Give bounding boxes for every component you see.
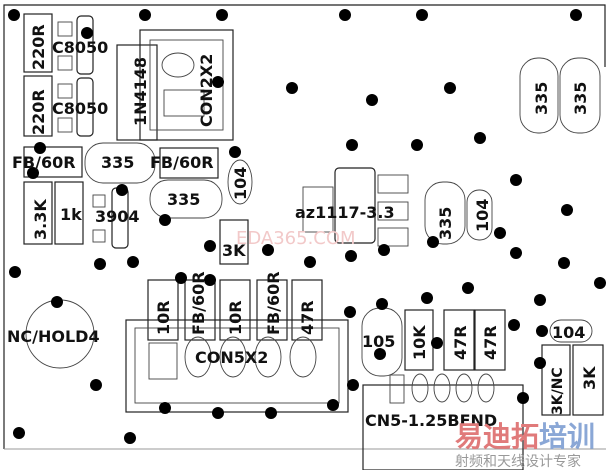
label-c2: 104 (231, 167, 250, 200)
label-r9: 10K (410, 325, 429, 360)
watermark-site: EDA365.COM (236, 228, 356, 249)
label-r3: 3.3K (31, 199, 50, 240)
label-j2: CON5X2 (195, 348, 268, 367)
label-r13: 3K (580, 366, 599, 390)
watermark-brand-b: 培训 (539, 420, 595, 453)
label-c8: 105 (362, 332, 395, 351)
label-r8: 47R (298, 300, 317, 335)
label-r12: 3K/NC (550, 367, 566, 415)
label-r10: 47R (451, 325, 470, 360)
label-fb4: FB/60R (264, 271, 283, 335)
watermark-slogan: 射频和天线设计专家 (455, 453, 581, 470)
label-r11: 47R (481, 325, 500, 360)
watermark-brand-a: 易迪拓 (455, 420, 539, 453)
label-c9: 104 (552, 323, 585, 342)
label-c7: 335 (571, 82, 590, 115)
label-fb2: FB/60R (150, 153, 214, 172)
label-q1: C8050 (52, 38, 108, 57)
label-fb1: FB/60R (12, 153, 76, 172)
watermark-brand: 易迪拓培训 (455, 420, 595, 453)
label-fb3: FB/60R (189, 271, 208, 335)
label-d1: 1N4148 (131, 57, 150, 126)
label-c1: 335 (101, 153, 134, 172)
board-outline (3, 4, 606, 449)
label-q3: 3904 (95, 207, 140, 226)
label-r6: 10R (154, 300, 173, 335)
label-c4: 335 (436, 207, 455, 240)
label-j3: CN5-1.25BEND (365, 411, 497, 430)
label-u1: az1117-3.3 (295, 203, 395, 222)
vias (8, 9, 606, 444)
label-q2: C8050 (52, 99, 108, 118)
label-r7: 10R (226, 300, 245, 335)
label-r5: 3K (222, 241, 246, 260)
label-c6: 335 (532, 82, 551, 115)
label-r2: 220R (29, 89, 48, 135)
label-h1: NC/HOLD4 (7, 327, 100, 346)
label-c5: 104 (473, 199, 492, 232)
label-r4: 1k (60, 205, 82, 224)
label-r1: 220R (29, 24, 48, 70)
label-c3: 335 (167, 190, 200, 209)
footprints (23, 13, 604, 470)
label-j1: CON2X2 (197, 54, 216, 127)
